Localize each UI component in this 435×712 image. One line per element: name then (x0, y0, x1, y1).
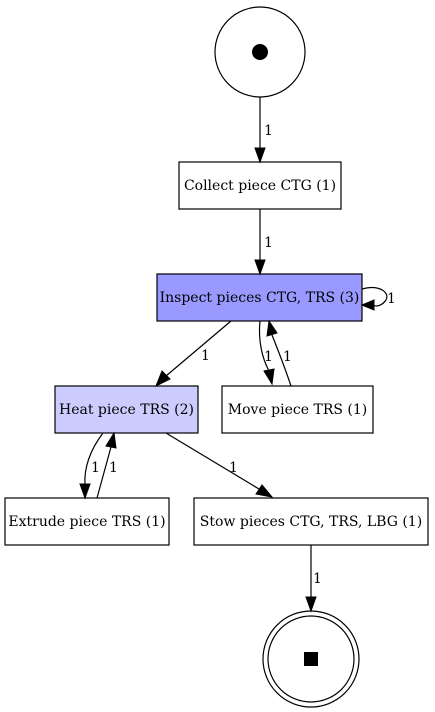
edge-move-inspect: 1 (266, 319, 292, 387)
transition-stow-box (193, 497, 429, 546)
arrowhead-icon (79, 483, 91, 500)
transition-inspect-label: Inspect pieces CTG, TRS (3) (160, 290, 360, 306)
edge-heat-extrude: 1 (79, 432, 104, 500)
transition-extrude-box (4, 497, 170, 546)
transition-inspect: Inspect pieces CTG, TRS (3) (156, 273, 363, 322)
edge-heat-stow: 1 (165, 432, 274, 498)
edge-stow-end: 1 (305, 545, 322, 613)
arrowhead-icon (263, 368, 275, 386)
edge-inspect-self: 1 (360, 287, 396, 311)
arrowhead-icon (105, 431, 117, 449)
start-place (214, 6, 306, 98)
arrowhead-icon (305, 596, 317, 613)
edge-label: 1 (229, 460, 238, 476)
end-place (262, 610, 360, 708)
arrowhead-icon (155, 370, 171, 388)
edge-label: 1 (264, 123, 273, 139)
arrowhead-icon (360, 299, 375, 311)
start-token-icon (252, 44, 268, 60)
edge-label: 1 (109, 460, 118, 476)
transition-heat-label: Heat piece TRS (2) (59, 402, 194, 418)
arrowhead-icon (266, 319, 278, 337)
arrowhead-icon (255, 484, 274, 498)
edge-label: 1 (201, 348, 210, 364)
edge-label: 1 (264, 235, 273, 251)
edge-label: 1 (91, 460, 100, 476)
edge-inspect-heat: 1 (155, 320, 232, 388)
transition-move: Move piece TRS (1) (221, 385, 374, 434)
transition-extrude-label: Extrude piece TRS (1) (8, 514, 165, 530)
edge-label: 1 (264, 349, 273, 365)
edge-label: 1 (313, 571, 322, 587)
edge-start-collect: 1 (254, 97, 273, 164)
transition-extrude: Extrude piece TRS (1) (4, 497, 170, 546)
edge-extrude-heat: 1 (96, 431, 118, 499)
transition-move-box (221, 385, 374, 434)
edge-inspect-move: 1 (258, 320, 275, 386)
transition-move-label: Move piece TRS (1) (228, 402, 367, 418)
transition-inspect-box (156, 273, 363, 322)
transition-heat-box (54, 385, 199, 434)
transition-stow-label: Stow pieces CTG, TRS, LBG (1) (200, 514, 422, 530)
transition-collect: Collect piece CTG (1) (178, 161, 342, 210)
edge-label: 1 (387, 291, 396, 307)
transition-stow: Stow pieces CTG, TRS, LBG (1) (193, 497, 429, 546)
edge-collect-inspect: 1 (254, 209, 273, 276)
arrowhead-icon (254, 259, 266, 276)
edge-label: 1 (283, 349, 292, 365)
arrowhead-icon (254, 147, 266, 164)
end-token-icon (304, 652, 318, 666)
transition-collect-label: Collect piece CTG (1) (184, 178, 336, 194)
transition-heat: Heat piece TRS (2) (54, 385, 199, 434)
